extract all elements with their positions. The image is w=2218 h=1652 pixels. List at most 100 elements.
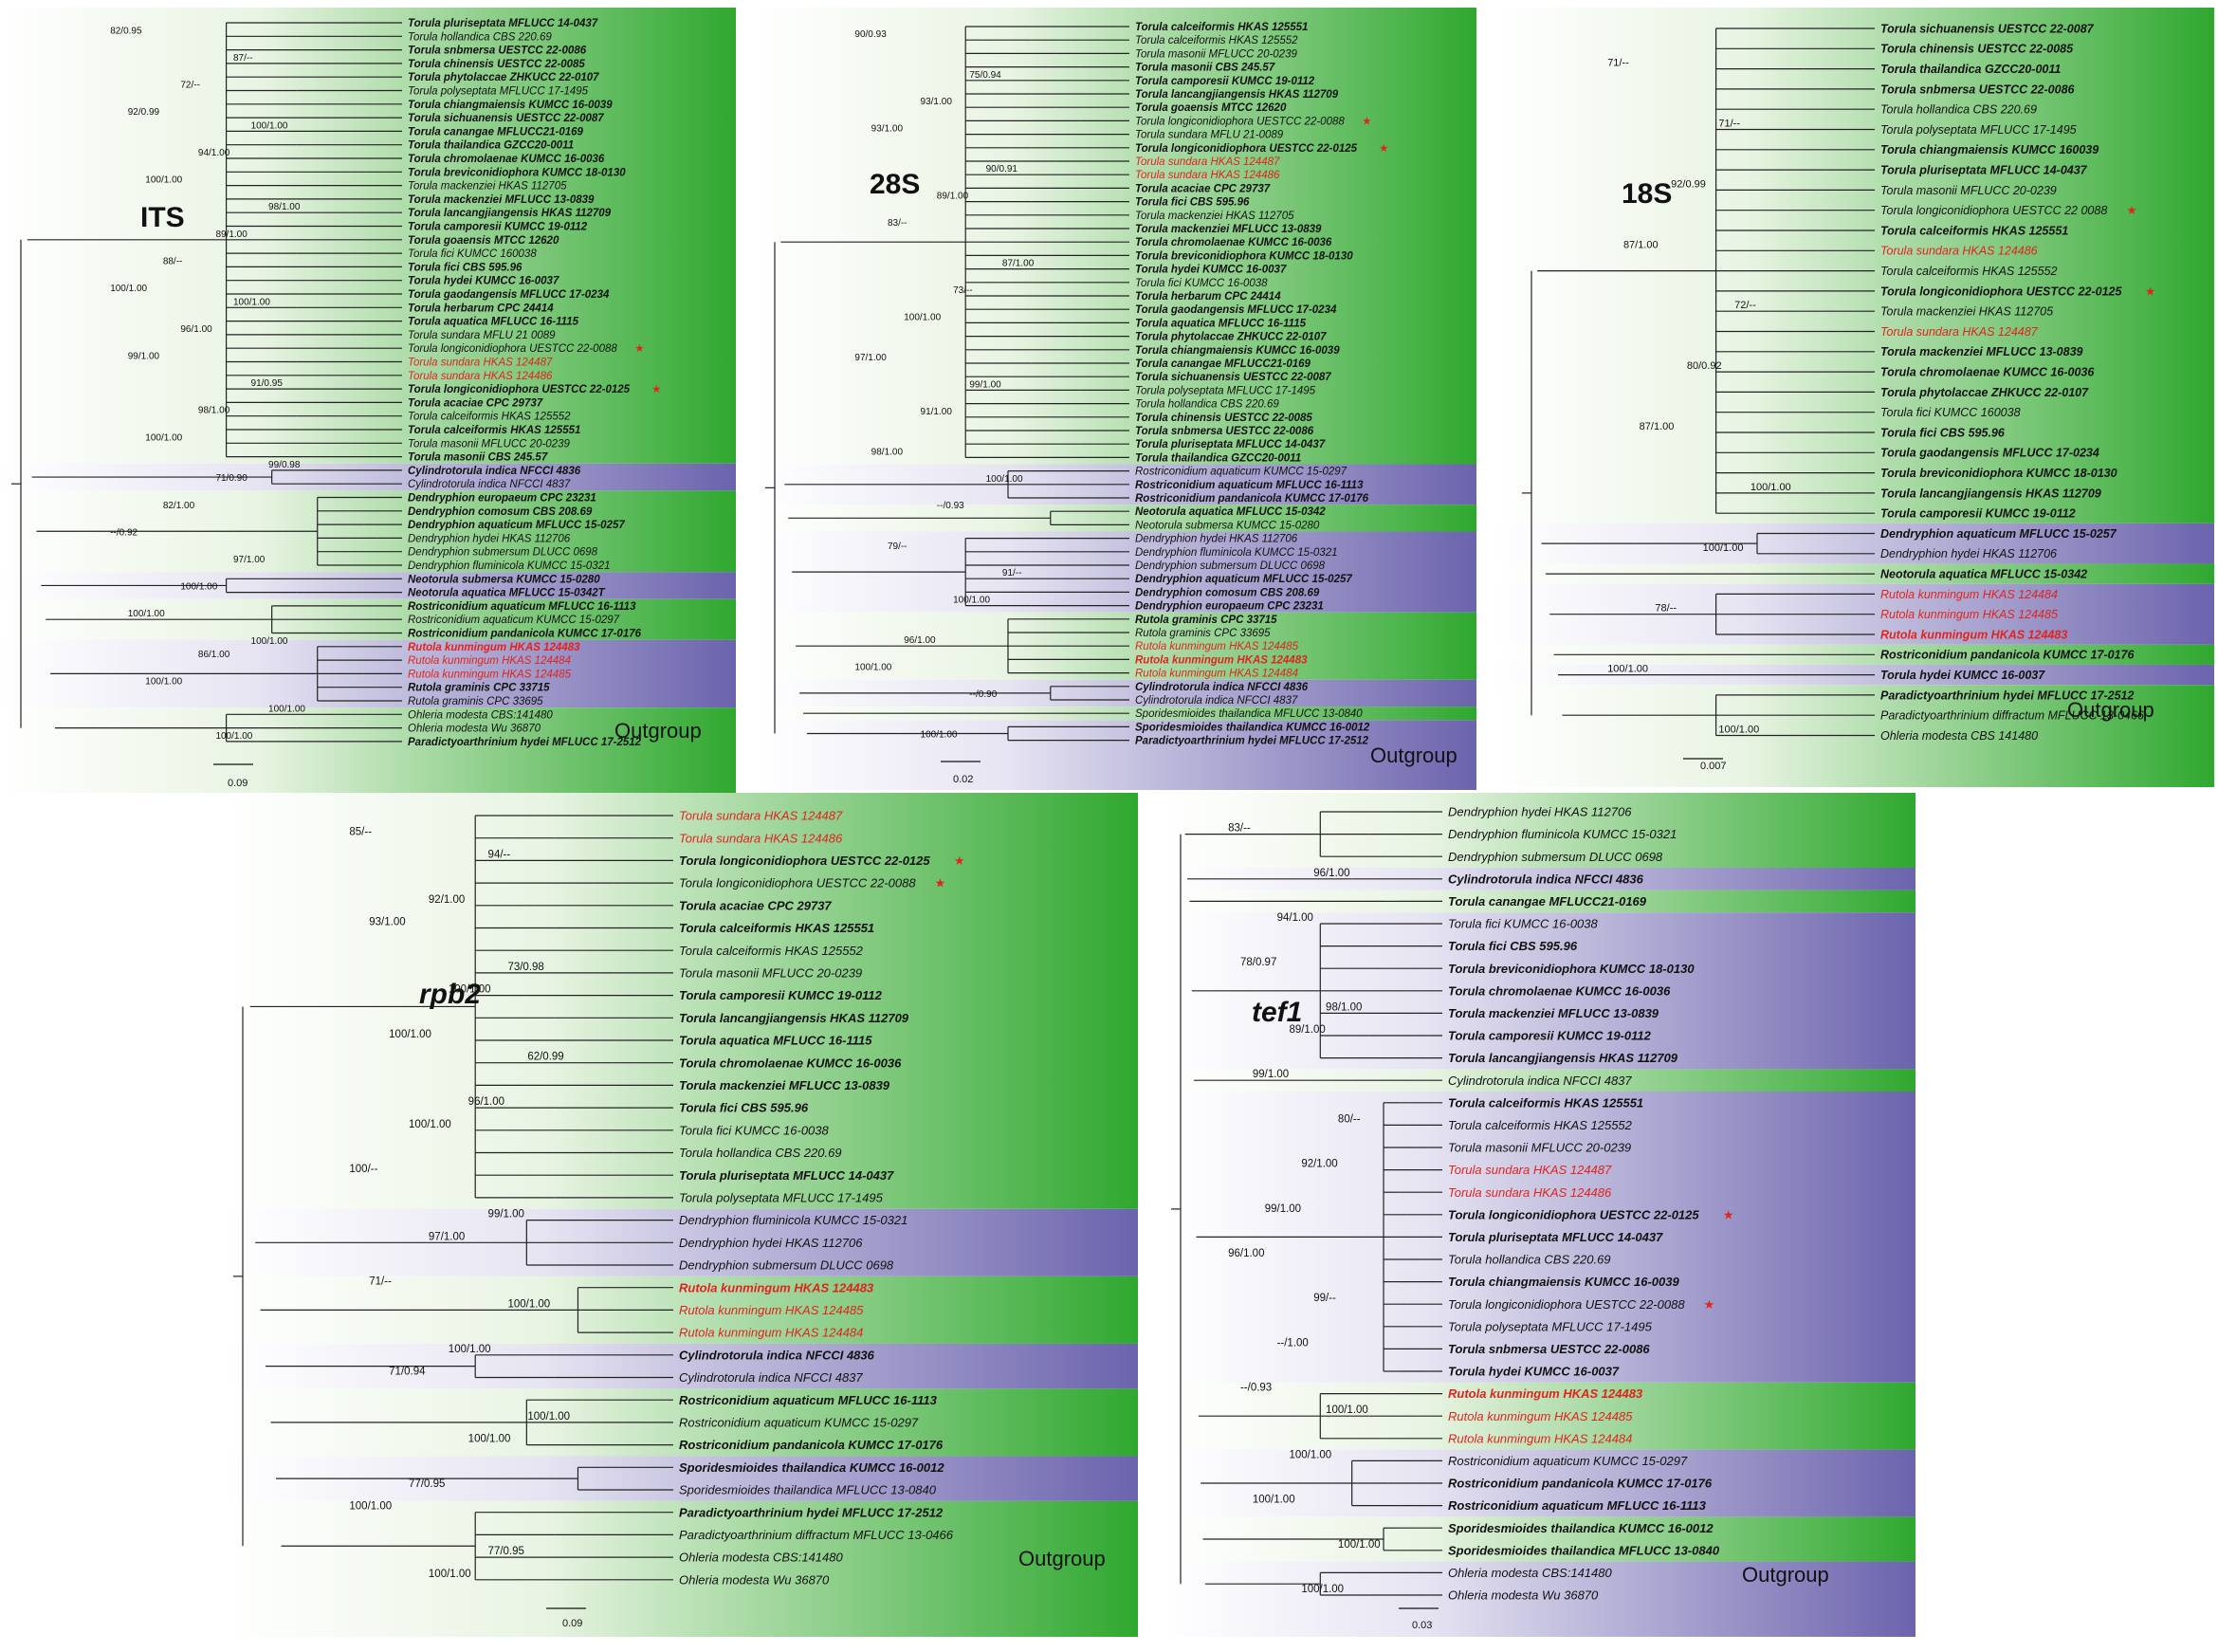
taxon-label-torula-sundara-hkas-124486: Torula sundara HKAS 124486: [1135, 170, 1280, 181]
support-value: 96/1.00: [1228, 1248, 1264, 1259]
support-value: 99/1.00: [1265, 1203, 1301, 1215]
taxon-label-dendryphion-hydei-hkas-112706: Dendryphion hydei HKAS 112706: [1880, 547, 2057, 560]
support-value: 80/0.92: [1687, 360, 1722, 372]
support-value: 100/1.00: [904, 312, 941, 322]
panel-title-18s: 18S: [1622, 178, 1673, 210]
star-icon: ★: [1723, 1208, 1734, 1222]
taxon-label-torula-sundara-hkas-124487: Torula sundara HKAS 124487: [679, 809, 843, 823]
taxon-label-dendryphion-submersum-dlucc-0698: Dendryphion submersum DLUCC 0698: [408, 547, 598, 559]
taxon-label-cylindrotorula-indica-nfcci-4836: Cylindrotorula indica NFCCI 4836: [1448, 872, 1644, 886]
taxon-label-torula-chinensis-uestcc-22-0085: Torula chinensis UESTCC 22-0085: [1880, 43, 2074, 56]
support-value: 100/1.00: [429, 1569, 471, 1580]
support-value: 100/--: [349, 1164, 377, 1175]
taxon-label-rutola-kunmingum-hkas-124483: Rutola kunmingum HKAS 124483: [1448, 1386, 1643, 1401]
taxon-label-torula-polyseptata-mflucc-17-1495: Torula polyseptata MFLUCC 17-1495: [1880, 123, 2077, 137]
taxon-label-paradictyoarthrinium-hydei-mflucc-17-2512: Paradictyoarthrinium hydei MFLUCC 17-251…: [1880, 688, 2134, 702]
support-value: 100/1.00: [215, 731, 252, 742]
support-value: 72/--: [180, 81, 200, 91]
taxon-label-rostriconidium-aquaticum-mflucc-16-1113: Rostriconidium aquaticum MFLUCC 16-1113: [1135, 480, 1364, 491]
taxon-label-neotorula-aquatica-mflucc-15-0342t: Neotorula aquatica MFLUCC 15-0342T: [408, 588, 606, 599]
taxon-label-torula-mackenziei-mflucc-13-0839: Torula mackenziei MFLUCC 13-0839: [679, 1078, 890, 1092]
taxon-label-ohleria-modesta-wu-36870: Ohleria modesta Wu 36870: [1448, 1588, 1599, 1603]
support-value: 100/1.00: [1289, 1449, 1331, 1460]
star-icon: ★: [1379, 141, 1388, 155]
support-value: 71/--: [1718, 119, 1740, 130]
support-value: 100/1.00: [268, 704, 305, 714]
panel-title-its: ITS: [140, 202, 185, 233]
scale-label-tef1: 0.03: [1412, 1620, 1433, 1631]
taxon-label-rutola-kunmingum-hkas-124483: Rutola kunmingum HKAS 124483: [408, 642, 580, 653]
taxon-label-rutola-kunmingum-hkas-124484: Rutola kunmingum HKAS 124484: [408, 655, 571, 667]
taxon-label-torula-chromolaenae-kumcc-16-0036: Torula chromolaenae KUMCC 16-0036: [1880, 365, 2095, 378]
taxon-label-dendryphion-submersum-dlucc-0698: Dendryphion submersum DLUCC 0698: [679, 1258, 894, 1273]
support-value: 100/1.00: [409, 1119, 451, 1130]
taxon-label-torula-pluriseptata-mflucc-14-0437: Torula pluriseptata MFLUCC 14-0437: [408, 18, 598, 29]
taxon-label-rutola-kunmingum-hkas-124483: Rutola kunmingum HKAS 124483: [1880, 628, 2067, 641]
support-value: 87/1.00: [1623, 239, 1659, 250]
taxon-label-torula-fici-kumcc-16-0038: Torula fici KUMCC 16-0038: [679, 1123, 830, 1137]
clade-band: [0, 8, 736, 464]
taxon-label-torula-fici-cbs-595-96: Torula fici CBS 595.96: [1448, 939, 1578, 953]
support-value: 100/1.00: [921, 730, 958, 741]
taxon-label-torula-canangae-mflucc21-0169: Torula canangae MFLUCC21-0169: [1448, 894, 1647, 909]
clade-band: [1164, 890, 1916, 913]
taxon-label-torula-breviconidiophora-kumcc-18-0130: Torula breviconidiophora KUMCC 18-0130: [1135, 250, 1353, 262]
support-value: 100/1.00: [1326, 1404, 1368, 1416]
taxon-label-ohleria-modesta-wu-36870: Ohleria modesta Wu 36870: [679, 1572, 830, 1587]
support-value: 97/1.00: [233, 555, 266, 565]
support-value: --/0.93: [937, 501, 964, 511]
taxon-label-torula-snbmersa-uestcc-22-0086: Torula snbmersa UESTCC 22-0086: [1448, 1342, 1650, 1356]
taxon-label-paradictyoarthrinium-diffractum-mflucc-13-0466: Paradictyoarthrinium diffractum MFLUCC 1…: [679, 1528, 954, 1542]
outgroup-label-its: Outgroup: [614, 719, 702, 743]
support-value: --/0.92: [110, 527, 137, 538]
taxon-label-torula-chromolaenae-kumcc-16-0036: Torula chromolaenae KUMCC 16-0036: [408, 154, 605, 165]
taxon-label-rutola-kunmingum-hkas-124484: Rutola kunmingum HKAS 124484: [1135, 669, 1298, 680]
taxon-label-torula-calceiformis-hkas-125551: Torula calceiformis HKAS 125551: [408, 425, 580, 436]
taxon-label-torula-polyseptata-mflucc-17-1495: Torula polyseptata MFLUCC 17-1495: [1135, 385, 1316, 396]
support-value: 96/1.00: [904, 635, 936, 646]
taxon-label-rutola-kunmingum-hkas-124485: Rutola kunmingum HKAS 124485: [408, 669, 572, 680]
taxon-label-torula-longiconidiophora-uestcc-22-0125: Torula longiconidiophora UESTCC 22-0125: [1880, 285, 2122, 298]
support-value: 98/1.00: [1326, 1001, 1362, 1013]
taxon-label-torula-breviconidiophora-kumcc-18-0130: Torula breviconidiophora KUMCC 18-0130: [1880, 467, 2117, 480]
support-value: 99/1.00: [1253, 1069, 1289, 1080]
support-value: 100/1.00: [145, 432, 182, 443]
taxon-label-torula-sundara-hkas-124486: Torula sundara HKAS 124486: [1880, 245, 2038, 258]
support-value: 100/1.00: [1301, 1584, 1344, 1595]
support-value: 92/0.99: [128, 107, 160, 118]
taxon-label-torula-longiconidiophora-uestcc-22-0125: Torula longiconidiophora UESTCC 22-0125: [1448, 1207, 1699, 1221]
support-value: 73/0.98: [507, 962, 543, 973]
taxon-label-rostriconidium-pandanicola-kumcc-17-0176: Rostriconidium pandanicola KUMCC 17-0176: [1880, 649, 2135, 662]
support-value: 100/1.00: [953, 596, 990, 606]
taxon-label-torula-mackenziei-mflucc-13-0839: Torula mackenziei MFLUCC 13-0839: [1448, 1006, 1659, 1020]
taxon-label-torula-aquatica-mflucc-16-1115: Torula aquatica MFLUCC 16-1115: [1135, 318, 1307, 329]
taxon-label-sporidesmioides-thailandica-mflucc-13-0840: Sporidesmioides thailandica MFLUCC 13-08…: [1135, 708, 1363, 720]
support-value: 98/1.00: [268, 202, 301, 212]
support-value: 77/0.95: [488, 1546, 524, 1557]
taxon-label-ohleria-modesta-cbs-141480: Ohleria modesta CBS 141480: [1880, 729, 2038, 743]
taxon-label-torula-aquatica-mflucc-16-1115: Torula aquatica MFLUCC 16-1115: [408, 317, 579, 328]
taxon-label-torula-sundara-mflu-21-0089: Torula sundara MFLU 21 0089: [408, 330, 556, 341]
taxon-label-torula-goaensis-mtcc-12620: Torula goaensis MTCC 12620: [1135, 102, 1287, 114]
taxon-label-rostriconidium-pandanicola-kumcc-17-0176: Rostriconidium pandanicola KUMCC 17-0176: [679, 1438, 944, 1452]
taxon-label-dendryphion-comosum-cbs-208-69: Dendryphion comosum CBS 208.69: [1135, 587, 1320, 598]
taxon-label-dendryphion-hydei-hkas-112706: Dendryphion hydei HKAS 112706: [1135, 534, 1298, 545]
taxon-label-torula-lancangjiangensis-hkas-112709: Torula lancangjiangensis HKAS 112709: [679, 1011, 909, 1025]
support-value: 77/0.95: [409, 1478, 445, 1490]
taxon-label-torula-sundara-hkas-124487: Torula sundara HKAS 124487: [1135, 156, 1280, 168]
support-value: 97/1.00: [854, 353, 887, 363]
taxon-label-torula-calceiformis-hkas-125551: Torula calceiformis HKAS 125551: [1135, 22, 1308, 33]
taxon-label-torula-fici-kumcc-160038: Torula fici KUMCC 160038: [408, 248, 537, 260]
clade-band: [1494, 685, 2214, 787]
taxon-label-torula-aquatica-mflucc-16-1115: Torula aquatica MFLUCC 16-1115: [679, 1034, 872, 1048]
taxon-label-torula-pluriseptata-mflucc-14-0437: Torula pluriseptata MFLUCC 14-0437: [679, 1168, 894, 1183]
support-value: 75/0.94: [969, 70, 1001, 81]
taxon-label-torula-fici-cbs-595-96: Torula fici CBS 595.96: [679, 1101, 809, 1115]
taxon-label-torula-fici-kumcc-16-0038: Torula fici KUMCC 16-0038: [1448, 917, 1599, 931]
taxon-label-sporidesmioides-thailandica-kumcc-16-0012: Sporidesmioides thailandica KUMCC 16-001…: [679, 1460, 944, 1475]
taxon-label-torula-snbmersa-uestcc-22-0086: Torula snbmersa UESTCC 22-0086: [408, 46, 587, 57]
taxon-label-torula-phytolaccae-zhkucc-22-0107: Torula phytolaccae ZHKUCC 22-0107: [1880, 386, 2089, 399]
support-value: 96/1.00: [468, 1096, 504, 1108]
star-icon: ★: [1704, 1298, 1715, 1312]
taxon-label-torula-mackenziei-hkas-112705: Torula mackenziei HKAS 112705: [1880, 305, 2053, 319]
